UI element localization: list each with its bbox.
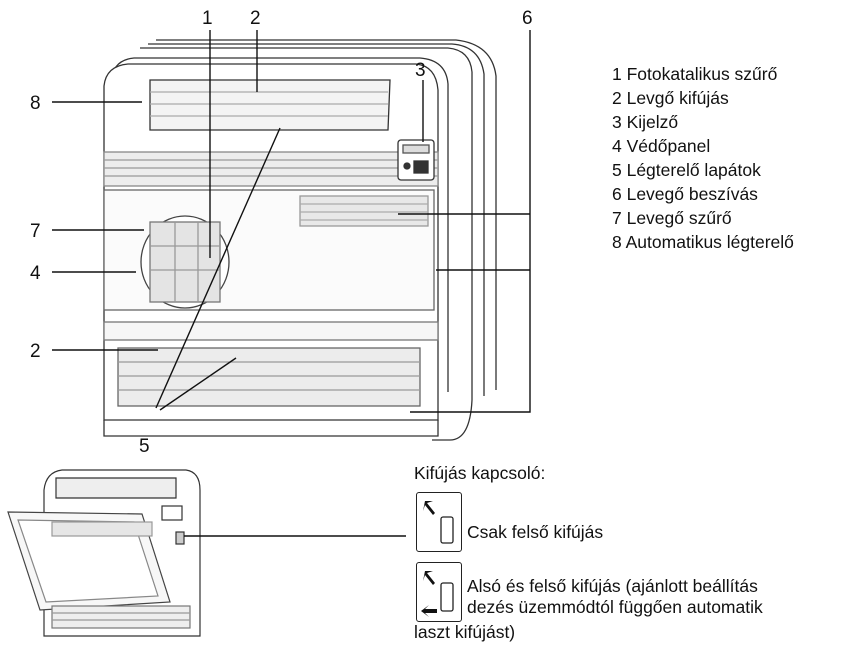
- callout-3: 3: [415, 60, 426, 81]
- switch-option-top-only: Csak felső kifújás: [467, 522, 604, 542]
- callout-8: 8: [30, 93, 41, 114]
- arrow-up-icon: [423, 501, 454, 544]
- legend-item-8: 8 Automatikus légterelő: [612, 232, 794, 252]
- parts-legend: 1 Fotokatalikus szűrő 2 Levgő kifújás 3 …: [612, 62, 794, 254]
- switch-option-top-bottom: Alsó és felső kifújás (ajánlott beállítá…: [467, 576, 854, 618]
- callout-4: 4: [30, 263, 41, 284]
- callout-7: 7: [30, 221, 41, 242]
- callout-numbers: 1 2 3 8 7 4 2 5 6: [30, 8, 533, 457]
- leader-5a: [155, 127, 281, 409]
- switch-icon-top-only: [416, 492, 462, 552]
- legend-item-4: 4 Védőpanel: [612, 136, 711, 156]
- indoor-unit-open-panel: [7, 469, 406, 637]
- callout-2-left: 2: [30, 341, 41, 362]
- callout-2-top: 2: [250, 8, 261, 29]
- callout-6: 6: [522, 8, 533, 29]
- legend-item-6: 6 Levegő beszívás: [612, 184, 758, 204]
- arrows-up-down-icon: [421, 571, 454, 617]
- switch-title: Kifújás kapcsoló:: [414, 463, 546, 483]
- callout-5: 5: [139, 436, 150, 457]
- leader-5b: [159, 357, 237, 411]
- switch-option2-line1: Alsó és felső kifújás (ajánlott beállítá…: [467, 576, 758, 596]
- callout-lines: [52, 30, 531, 413]
- leader-6: [410, 30, 531, 413]
- legend-item-3: 3 Kijelző: [612, 112, 679, 132]
- legend-item-5: 5 Légterelő lapátok: [612, 160, 761, 180]
- indoor-unit-main: [103, 39, 497, 441]
- callout-1: 1: [202, 8, 213, 29]
- switch-icon-top-bottom: [416, 562, 462, 622]
- switch-option2-line3: laszt kifújást): [414, 622, 516, 642]
- legend-item-2: 2 Levgő kifújás: [612, 88, 729, 108]
- legend-item-1: 1 Fotokatalikus szűrő: [612, 64, 778, 84]
- switch-option2-line2: dezés üzemmódtól függően automatik: [467, 597, 763, 617]
- legend-item-7: 7 Levegő szűrő: [612, 208, 732, 228]
